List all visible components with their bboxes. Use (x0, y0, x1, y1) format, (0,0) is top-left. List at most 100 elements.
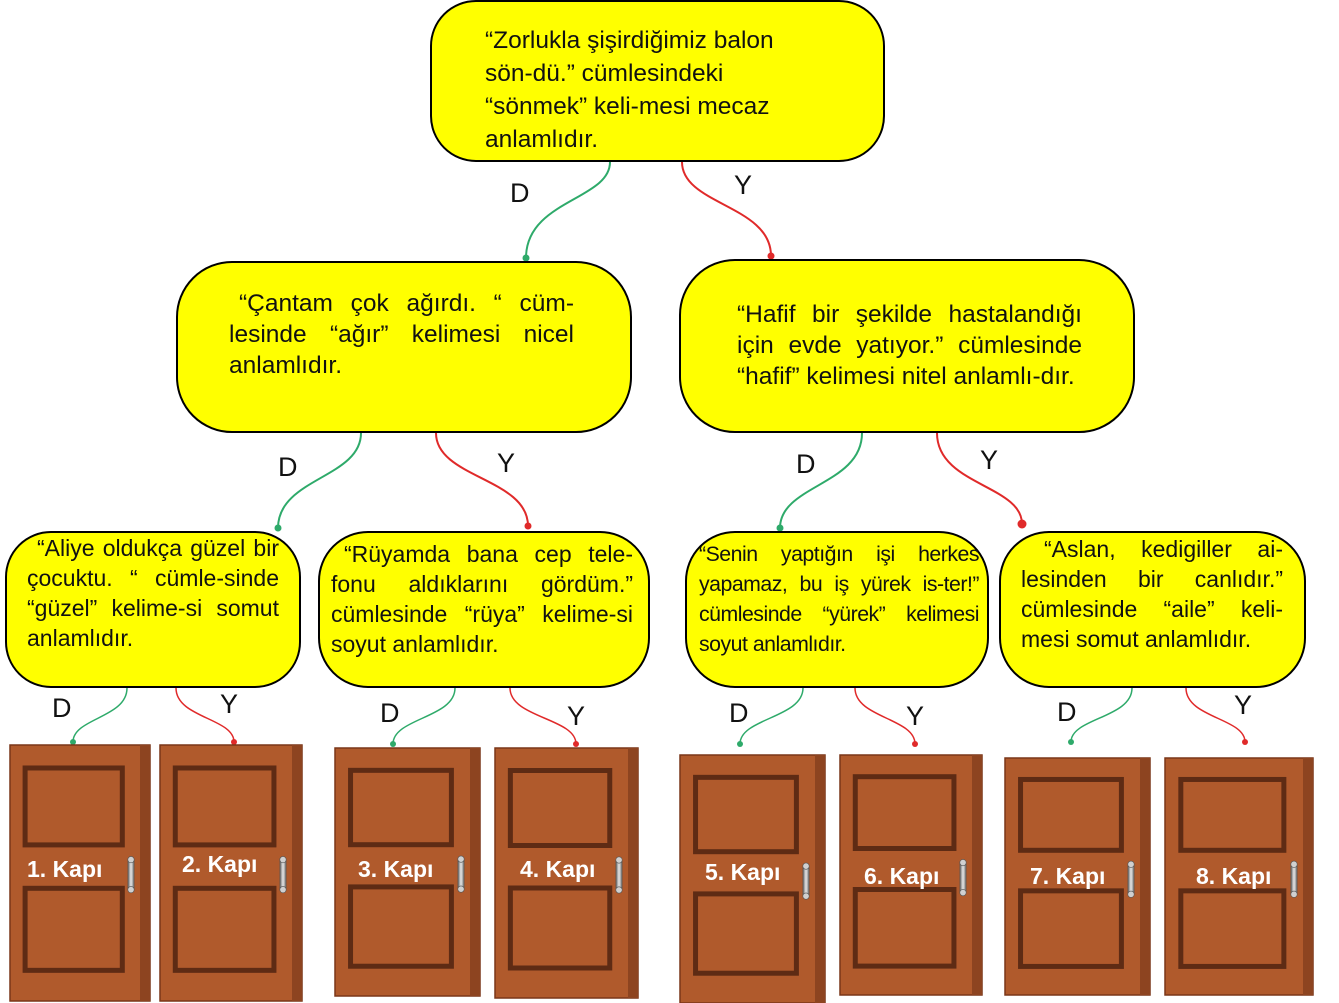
door-8-label: 8. Kapı (1196, 863, 1272, 889)
door-6-handle-knob-top (959, 859, 967, 867)
door-5-panel-2 (698, 896, 794, 971)
right-left-node: “Senin yaptığın işi herkes yapamaz, bu i… (685, 531, 989, 688)
door-1-panel-2 (27, 890, 120, 968)
left-left-node-text: “Aliye oldukça güzel bir çocuktu. “ cüml… (27, 535, 279, 651)
connector-door8 (1185, 687, 1246, 743)
connector-dot-root-y (767, 252, 775, 260)
door-4 (494, 747, 639, 999)
connector-dot-door4 (573, 741, 579, 747)
door-1-edge (140, 745, 150, 1001)
connector-dot-door7 (1068, 739, 1074, 745)
connector-dot-door6 (912, 741, 918, 747)
door-2-panel-2 (177, 890, 272, 968)
label-d-right: D (796, 449, 816, 479)
connector-door1 (72, 687, 128, 743)
connector-dot-root-d (522, 254, 530, 262)
left-left-node: “Aliye oldukça güzel bir çocuktu. “ cüml… (5, 531, 301, 688)
door-6-edge (972, 755, 982, 995)
door-6-panel-1 (857, 779, 952, 846)
door-8 (1164, 757, 1314, 996)
door-2-label: 2. Kapı (182, 851, 258, 877)
connector-dot-right-y (1017, 519, 1027, 529)
label-y-root: Y (734, 170, 753, 200)
label-d-lr: D (380, 698, 400, 728)
door-4-panel-1 (512, 773, 608, 843)
connector-door3 (392, 687, 456, 745)
door-3-handle-knob-top (457, 855, 465, 863)
label-d-root: D (510, 178, 530, 208)
door-8-handle-knob-top (1290, 860, 1298, 868)
connector-right-y (936, 432, 1023, 525)
door-1-handle-knob-bottom (127, 886, 135, 894)
door-4-edge (628, 748, 638, 998)
door-8-panel-2 (1183, 893, 1282, 964)
door-3-handle-knob-bottom (457, 885, 465, 893)
door-5-label: 5. Kapı (705, 859, 781, 885)
label-y-rr: Y (1234, 690, 1253, 720)
right-left-node-text: “Senin yaptığın işi herkes yapamaz, bu i… (699, 542, 980, 656)
door-4-handle-knob-bottom (615, 886, 623, 894)
door-7 (1004, 757, 1151, 996)
root-node-text: “Zorlukla şişirdiğimiz balon sön-dü.” cü… (485, 27, 774, 153)
connector-right-d (779, 432, 863, 529)
door-4-label: 4. Kapı (520, 856, 596, 882)
door-1-label: 1. Kapı (27, 856, 103, 882)
connector-left-y (435, 432, 529, 527)
door-3-panel-1 (353, 772, 449, 843)
label-y-rl: Y (906, 701, 925, 731)
doors (9, 744, 1314, 1003)
door-8-handle-knob-bottom (1290, 890, 1298, 898)
door-1-panel-1 (27, 770, 120, 843)
connector-dot-left-d (274, 524, 282, 532)
connector-dot-door1 (70, 739, 76, 745)
door-3-panel-2 (353, 889, 449, 964)
connector-door7 (1070, 687, 1133, 743)
door-7-handle-knob-top (1127, 860, 1135, 868)
right-right-node: “Aslan, kedigiller ai-lesinden bir canlı… (999, 531, 1306, 688)
door-6-panel-2 (857, 892, 952, 964)
door-2 (159, 744, 303, 1002)
door-7-handle-knob-bottom (1127, 890, 1135, 898)
door-6-label: 6. Kapı (864, 863, 940, 889)
door-7-edge (1140, 758, 1150, 995)
left-node: “Çantam çok ağırdı. “ cüm-lesinde “ağır”… (176, 261, 632, 433)
door-5 (679, 754, 826, 1003)
right-right-node-text: “Aslan, kedigiller ai-lesinden bir canlı… (1021, 536, 1283, 652)
door-6 (839, 754, 983, 996)
door-2-edge (292, 745, 302, 1001)
door-7-panel-2 (1023, 893, 1119, 964)
door-5-panel-1 (698, 779, 794, 850)
left-right-node-text: “Rüyamda bana cep tele-fonu aldıklarını … (331, 541, 633, 657)
connector-left-d (277, 432, 362, 529)
connector-dot-door3 (390, 741, 396, 747)
door-6-handle-knob-bottom (959, 889, 967, 897)
connector-root-d (525, 161, 611, 259)
door-5-handle-knob-bottom (802, 892, 810, 900)
door-2-handle-knob-bottom (279, 886, 287, 894)
door-3-edge (470, 748, 480, 996)
door-1-handle-knob-top (127, 856, 135, 864)
label-y-left: Y (497, 448, 516, 478)
door-3-label: 3. Kapı (358, 856, 434, 882)
door-8-edge (1303, 758, 1313, 995)
label-d-rl: D (729, 698, 749, 728)
label-d-left: D (278, 452, 298, 482)
label-y-lr: Y (567, 701, 586, 731)
label-d-ll: D (52, 693, 72, 723)
left-node-text: “Çantam çok ağırdı. “ cüm-lesinde “ağır”… (229, 290, 574, 379)
left-right-node: “Rüyamda bana cep tele-fonu aldıklarını … (318, 531, 650, 688)
connector-dot-door2 (231, 739, 237, 745)
door-2-panel-1 (177, 770, 272, 843)
door-4-panel-2 (512, 890, 608, 966)
connector-door4 (509, 687, 577, 745)
root-node: “Zorlukla şişirdiğimiz balon sön-dü.” cü… (430, 0, 885, 162)
connector-door5 (739, 687, 804, 745)
connector-dot-right-d (776, 524, 784, 532)
door-5-edge (815, 755, 825, 1003)
connector-root-y (681, 161, 772, 257)
connector-dot-door5 (737, 741, 743, 747)
right-node: “Hafif bir şekilde hastalandığı için evd… (679, 259, 1135, 433)
door-7-panel-1 (1023, 781, 1119, 848)
